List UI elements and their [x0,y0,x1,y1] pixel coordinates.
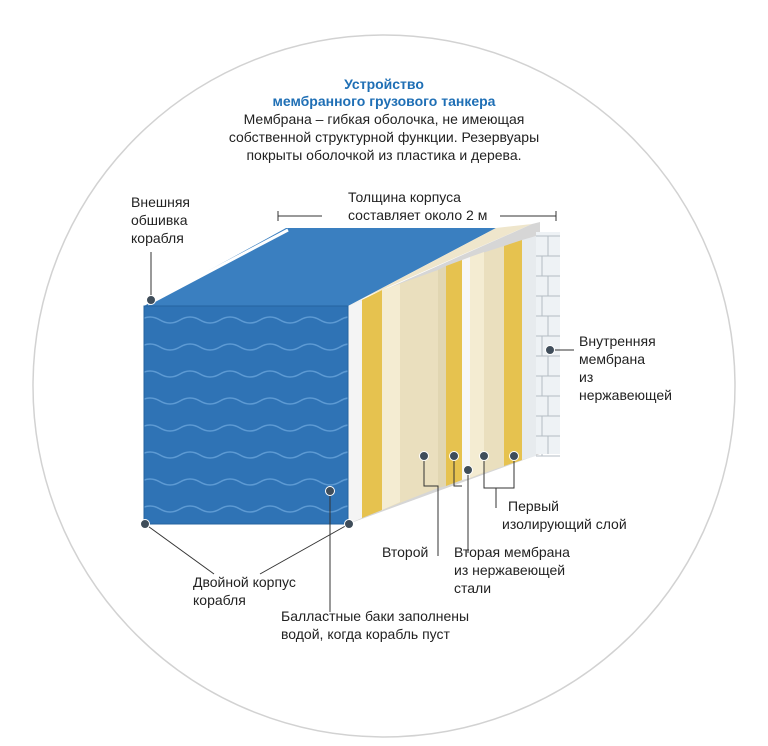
label-double-hull-1: Двойной корпус [193,574,296,590]
wave-line [144,505,348,513]
wave-line [144,397,348,405]
dot-inner-membrane [545,345,555,355]
wave-line [144,343,348,351]
dot-first-insulation [479,451,489,461]
wave-line [144,424,348,432]
inner-membrane-edge [522,236,536,460]
description-line-1: Мембрана – гибкая оболочка, не имеющая [243,111,525,127]
insulation-layer-2 [446,260,462,486]
insulation-layer-1 [362,290,382,518]
wave-line [144,316,348,324]
label-second-membrane-2: из нержавеющей [454,562,566,578]
skin-layer [348,300,362,524]
leader-second [423,456,439,556]
label-thickness-2: составляет около 2 м [348,207,488,223]
label-ballast-2: водой, когда корабль пуст [281,626,450,642]
label-second: Второй [382,544,429,560]
label-inner-membrane-2: мембрана [579,351,645,367]
label-inner-membrane-1: Внутренняя [579,333,656,349]
description-line-3: покрыты оболочкой из пластика и дерева. [246,147,522,163]
callout-dots [140,295,555,529]
leader-second-membrane-a [453,456,462,487]
outer-skin-edge [147,228,289,306]
label-first-insulation-2: изолирующий слой [502,516,627,532]
wave-line [144,478,348,486]
thin-layer [438,266,446,488]
dot-second-membrane [449,451,459,461]
leader-double-hull-right [259,523,350,575]
label-first-insulation-1: Первый [508,498,559,514]
second-membrane-layer [462,257,470,480]
title-line-2: мембранного грузового танкера [272,93,496,109]
label-thickness-1: Толщина корпуса [348,189,461,205]
water-waves [144,316,348,513]
leader-lines [144,252,574,612]
wave-line [144,451,348,459]
dot-second [419,451,429,461]
dot-first-insulation-2 [509,451,519,461]
label-double-hull-2: корабля [193,592,246,608]
label-ballast-1: Балластные баки заполнены [281,608,470,624]
inner-membrane-brick [536,232,560,454]
leader-first-insulation-b [496,456,515,489]
wood-panel-1-highlight [382,284,400,510]
wave-line [144,370,348,378]
title-line-1: Устройство [344,76,424,92]
label-outer-hull-2: обшивка [131,212,188,228]
label-inner-membrane-3: из [579,369,594,385]
label-inner-membrane-4: нержавеющей [579,387,672,403]
label-second-membrane-1: Вторая мембрана [454,544,570,560]
dot-second-membrane-lower [463,465,473,475]
dot-hull-corner-right [344,519,354,529]
leader-double-hull-left [144,523,215,575]
brick-grid [536,235,560,457]
hull-front-outline [143,305,349,525]
label-second-membrane-3: стали [454,580,492,596]
hull-front-face [144,306,348,524]
wood-panel-2-highlight [470,252,484,478]
label-outer-hull-1: Внешняя [131,194,190,210]
dot-hull-corner-left [140,519,150,529]
dot-outer-hull [146,295,156,305]
hull-top-face [144,228,496,306]
leader-first-insulation-a [483,456,497,508]
dot-ballast [325,486,335,496]
label-outer-hull-3: корабля [131,230,184,246]
insulation-layer-3 [504,240,522,466]
description-line-2: собственной структурной функции. Резерву… [228,129,540,145]
